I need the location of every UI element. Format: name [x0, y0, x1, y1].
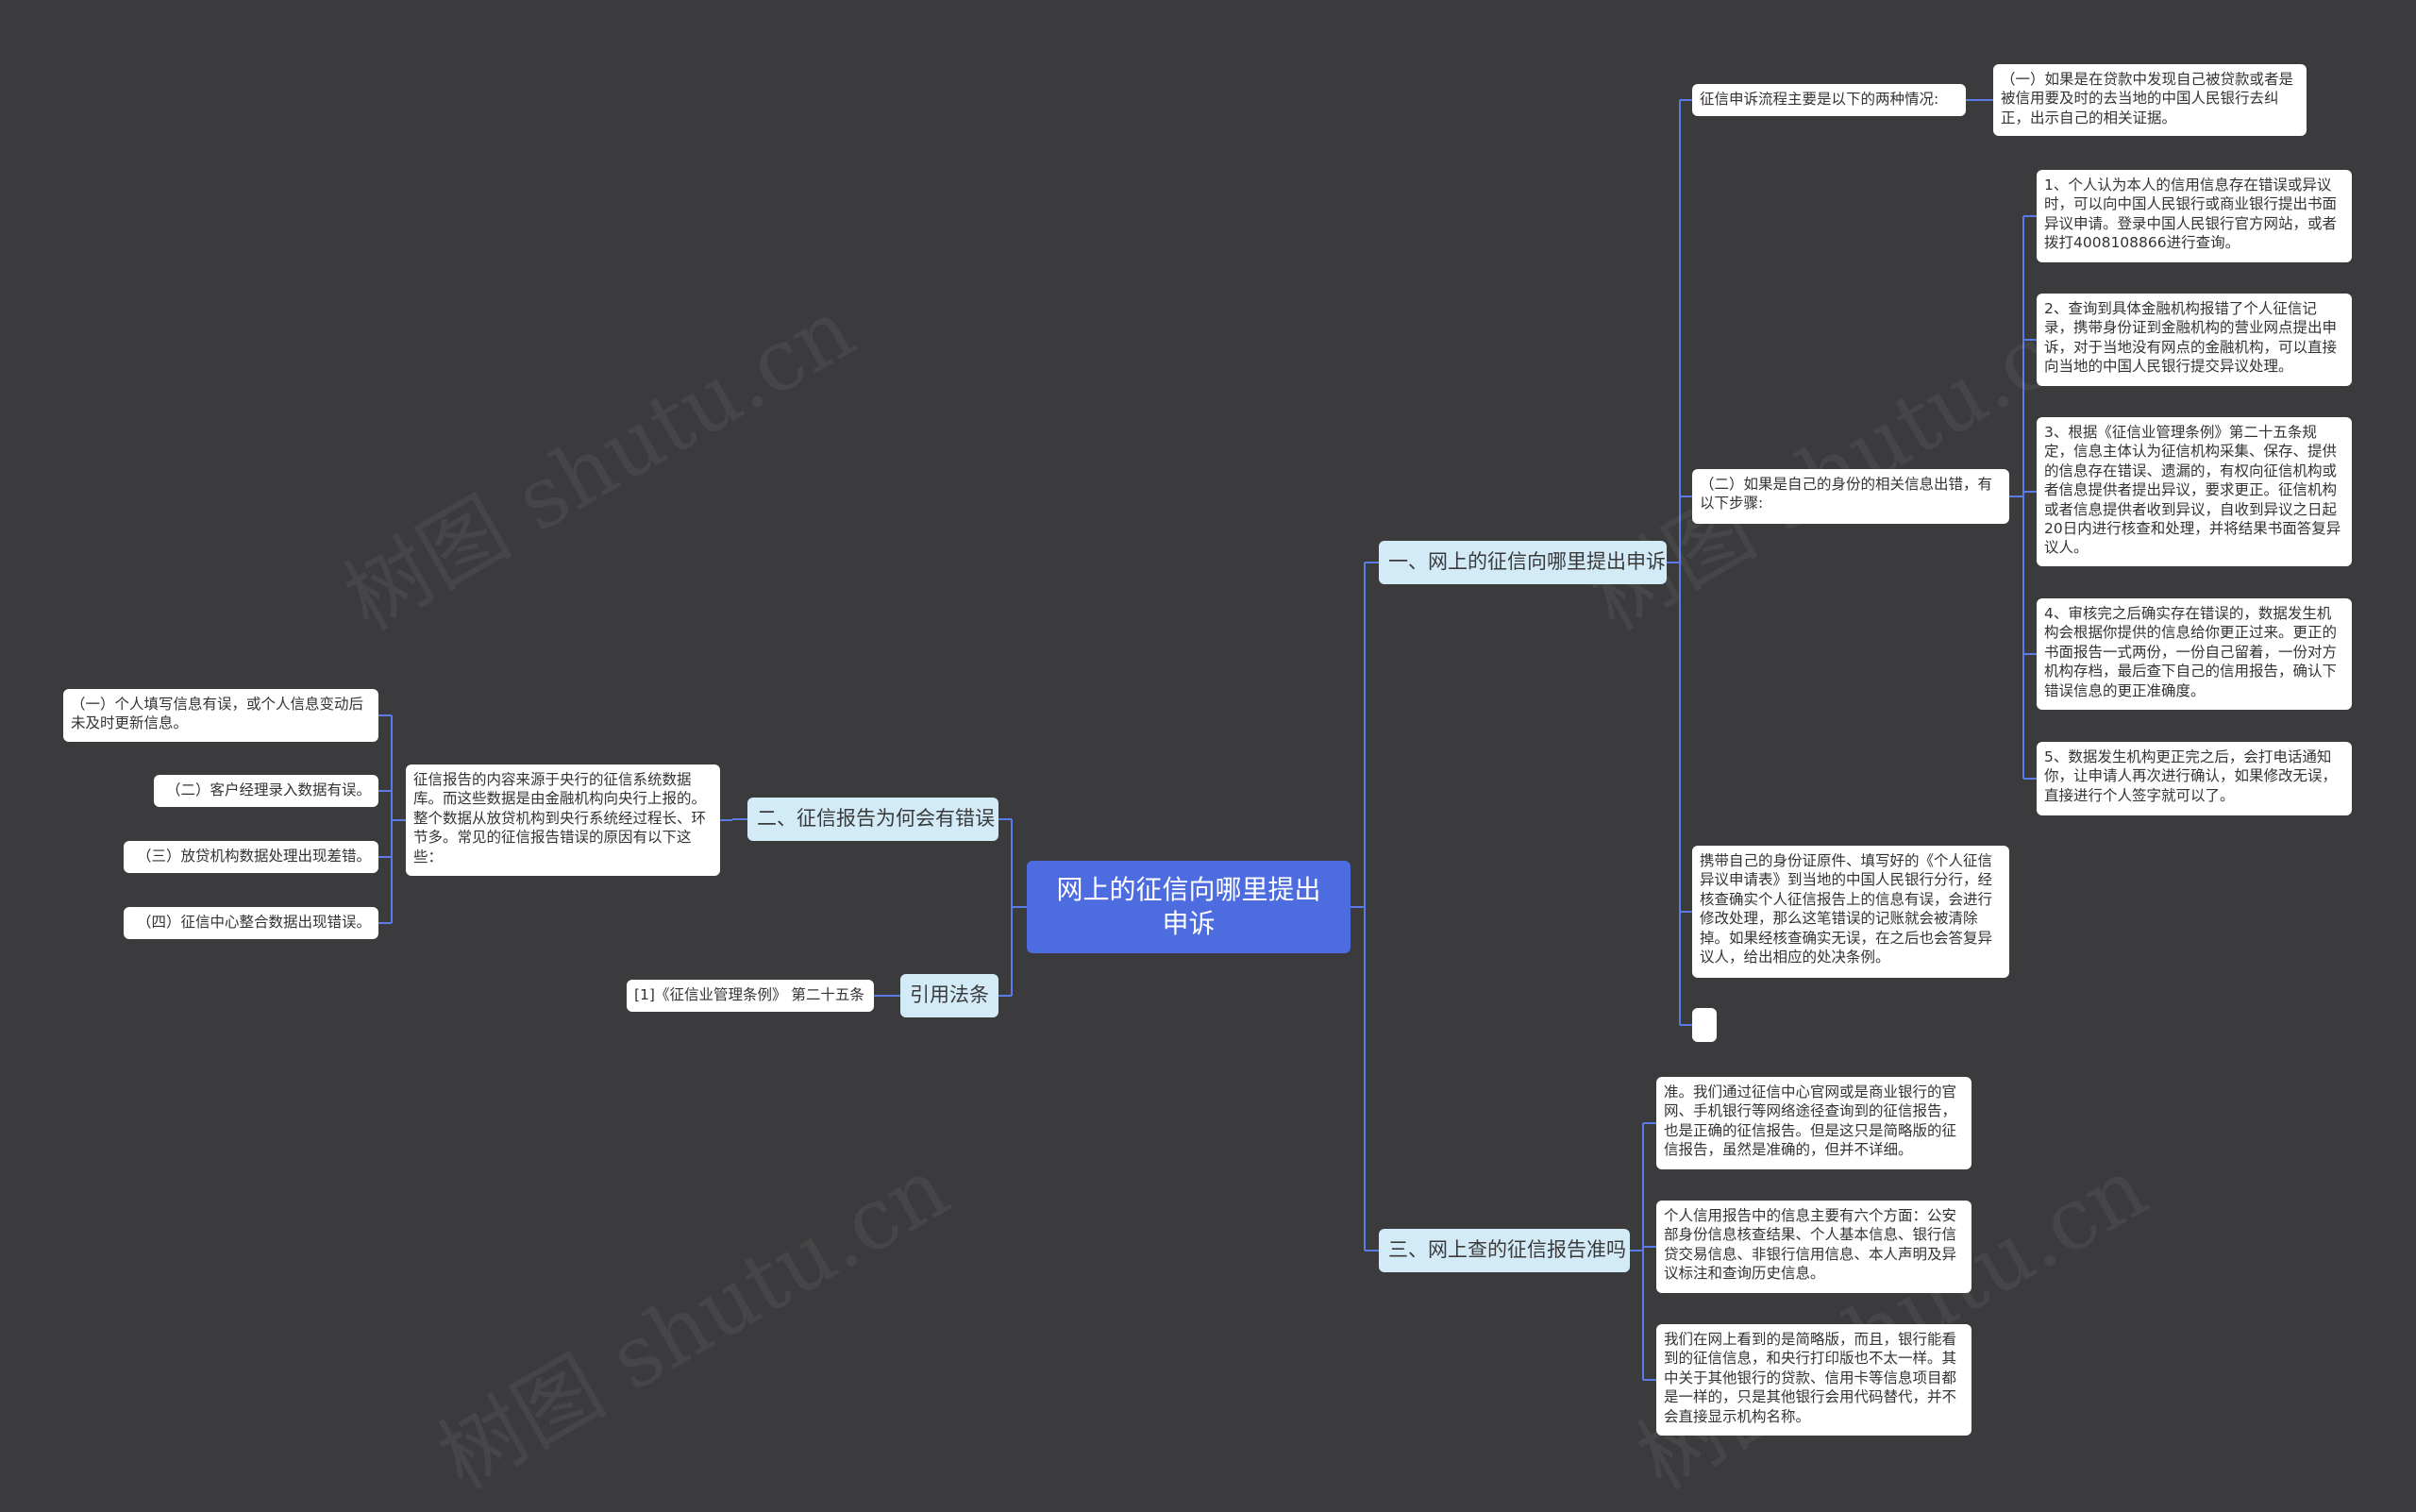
step-5-node[interactable]: 5、数据发生机构更正完之后，会打电话通知你，让申请人再次进行确认，如果修改无误，…: [2037, 742, 2352, 815]
errors-summary-node[interactable]: 征信报告的内容来源于央行的征信系统数据库。而这些数据是由金融机构向央行上报的。整…: [406, 764, 720, 876]
step-4-node[interactable]: 4、审核完之后确实存在错误的，数据发生机构会根据你提供的信息给你更正过来。更正的…: [2037, 598, 2352, 710]
branch-is-report-accurate[interactable]: 三、网上查的征信报告准吗: [1379, 1229, 1630, 1272]
empty-node[interactable]: [1692, 1008, 1717, 1042]
case-one-node[interactable]: （一）如果是在贷款中发现自己被贷款或者是被信用要及时的去当地的中国人民银行去纠正…: [1993, 64, 2307, 136]
branch-cited-law[interactable]: 引用法条: [900, 974, 998, 1017]
branch-where-to-complain[interactable]: 一、网上的征信向哪里提出申诉: [1379, 541, 1667, 584]
reason-3-node[interactable]: （三）放贷机构数据处理出现差错。: [124, 841, 378, 873]
branch-why-errors[interactable]: 二、征信报告为何会有错误: [747, 798, 998, 841]
complaint-cases-node[interactable]: 征信申诉流程主要是以下的两种情况:: [1692, 84, 1966, 116]
reason-1-node[interactable]: （一）个人填写信息有误，或个人信息变动后未及时更新信息。: [63, 689, 378, 742]
step-2-node[interactable]: 2、查询到具体金融机构报错了个人征信记录，携带身份证到金融机构的营业网点提出申诉…: [2037, 294, 2352, 386]
accuracy-answer-node[interactable]: 准。我们通过征信中心官网或是商业银行的官网、手机银行等网络途径查询到的征信报告，…: [1656, 1077, 1971, 1169]
id-documents-node[interactable]: 携带自己的身份证原件、填写好的《个人征信异议申请表》到当地的中国人民银行分行，经…: [1692, 846, 2009, 978]
step-1-node[interactable]: 1、个人认为本人的信用信息存在错误或异议时，可以向中国人民银行或商业银行提出书面…: [2037, 170, 2352, 262]
simplified-version-node[interactable]: 我们在网上看到的是简略版，而且，银行能看到的征信信息，和央行打印版也不太一样。其…: [1656, 1324, 1971, 1436]
step-3-node[interactable]: 3、根据《征信业管理条例》第二十五条规定，信息主体认为征信机构采集、保存、提供的…: [2037, 417, 2352, 566]
root-node[interactable]: 网上的征信向哪里提出申诉: [1027, 861, 1351, 953]
reason-4-node[interactable]: （四）征信中心整合数据出现错误。: [124, 907, 378, 939]
reason-2-node[interactable]: （二）客户经理录入数据有误。: [154, 775, 378, 807]
case-two-node[interactable]: （二）如果是自己的身份的相关信息出错，有以下步骤:: [1692, 469, 2009, 524]
report-contents-node[interactable]: 个人信用报告中的信息主要有六个方面：公安部身份信息核查结果、个人基本信息、银行信…: [1656, 1201, 1971, 1293]
law-reference-node[interactable]: [1]《征信业管理条例》 第二十五条: [627, 980, 874, 1012]
